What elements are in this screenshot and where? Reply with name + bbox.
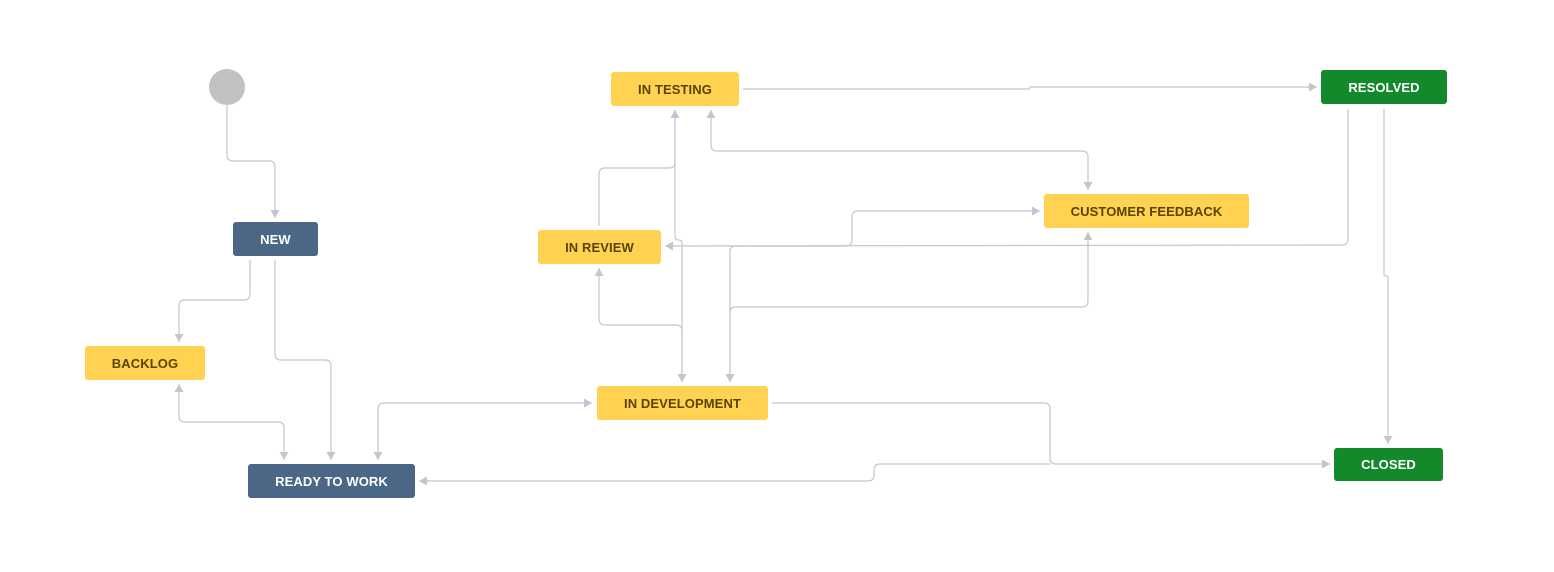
transition-in-development-to-customer-feedback-line <box>729 210 1040 382</box>
transition-closed-to-ready-to-work-line <box>419 463 1050 482</box>
transition-in-development-to-closed[interactable] <box>772 402 1330 469</box>
transition-new-to-ready-to-work-line <box>274 260 332 460</box>
transition-in-development-in-review-line <box>598 268 683 382</box>
status-resolved[interactable]: RESOLVED <box>1321 70 1447 104</box>
arrowhead-icon <box>174 384 184 392</box>
status-backlog[interactable]: BACKLOG <box>85 346 205 380</box>
status-customer-feedback[interactable]: CUSTOMER FEEDBACK <box>1044 194 1249 228</box>
status-closed-label: CLOSED <box>1361 457 1416 472</box>
transition-in-development-in-review[interactable] <box>594 268 687 382</box>
status-customer-feedback-label: CUSTOMER FEEDBACK <box>1070 203 1223 219</box>
arrowhead-icon <box>270 210 280 218</box>
status-resolved-label: RESOLVED <box>1348 79 1420 95</box>
transition-ready-to-work-in-development[interactable] <box>373 398 593 461</box>
transition-in-testing-to-resolved[interactable] <box>743 82 1317 92</box>
transition-customer-feedback-to-in-development-line <box>729 232 1089 382</box>
transition-resolved-to-in-review-line <box>664 109 1349 247</box>
status-new[interactable]: NEW <box>233 222 318 256</box>
status-in-testing-label: IN TESTING <box>638 81 712 97</box>
status-in-testing[interactable]: IN TESTING <box>611 72 739 106</box>
arrowhead-icon <box>174 334 184 342</box>
arrowhead-icon <box>1383 436 1393 444</box>
arrowhead-icon <box>419 476 427 486</box>
arrowhead-icon <box>1309 82 1317 92</box>
transition-initial-to-new[interactable] <box>226 105 280 218</box>
status-backlog-label: BACKLOG <box>111 355 179 371</box>
transition-in-testing-to-resolved-line <box>743 86 1317 90</box>
transition-in-testing-customer-feedback-line <box>710 110 1089 190</box>
status-ready-to-work[interactable]: READY TO WORK <box>248 464 415 498</box>
transition-in-review-to-in-testing-line <box>598 110 676 226</box>
transition-customer-feedback-to-in-development[interactable] <box>725 232 1093 382</box>
initial-state-circle <box>209 69 245 105</box>
transition-in-review-to-in-testing[interactable] <box>598 110 680 226</box>
arrowhead-icon <box>279 452 289 460</box>
arrowhead-icon <box>1083 182 1093 190</box>
transition-in-testing-to-in-development-line <box>674 110 683 382</box>
status-in-development[interactable]: IN DEVELOPMENT <box>597 386 768 420</box>
status-in-development-label: IN DEVELOPMENT <box>624 395 741 411</box>
status-in-review-label: IN REVIEW <box>565 239 634 255</box>
arrowhead-icon <box>326 452 336 460</box>
transition-backlog-ready-to-work[interactable] <box>174 384 289 460</box>
transition-resolved-to-closed[interactable] <box>1383 109 1393 444</box>
transition-resolved-to-closed-line <box>1383 109 1389 444</box>
transition-in-development-to-closed-line <box>772 402 1330 465</box>
status-new-label: NEW <box>260 231 291 247</box>
arrowhead-icon <box>725 374 735 382</box>
status-ready-to-work-label: READY TO WORK <box>275 473 388 489</box>
arrowhead-icon <box>665 241 673 251</box>
arrowhead-icon <box>584 398 592 408</box>
transition-backlog-ready-to-work-line <box>178 384 285 460</box>
arrowhead-icon <box>1322 459 1330 469</box>
arrowhead-icon <box>373 452 383 460</box>
arrowhead-icon <box>677 374 687 382</box>
arrowhead-icon <box>594 268 604 276</box>
transition-new-to-ready-to-work[interactable] <box>274 260 336 460</box>
transition-in-testing-to-in-development[interactable] <box>674 110 687 382</box>
transition-in-development-to-customer-feedback[interactable] <box>725 206 1041 383</box>
arrowhead-icon <box>1032 206 1040 216</box>
transition-new-to-backlog[interactable] <box>174 260 251 342</box>
transition-initial-to-new-line <box>226 105 276 218</box>
arrowhead-icon <box>1083 232 1093 240</box>
arrowhead-icon <box>706 110 716 118</box>
transition-ready-to-work-in-development-line <box>377 402 592 460</box>
transition-new-to-backlog-line <box>178 260 251 342</box>
transition-in-testing-customer-feedback[interactable] <box>706 110 1093 190</box>
status-in-review[interactable]: IN REVIEW <box>538 230 661 264</box>
transition-resolved-to-in-review[interactable] <box>664 109 1349 251</box>
transition-closed-to-ready-to-work[interactable] <box>419 463 1050 486</box>
status-closed[interactable]: CLOSED <box>1334 448 1443 481</box>
